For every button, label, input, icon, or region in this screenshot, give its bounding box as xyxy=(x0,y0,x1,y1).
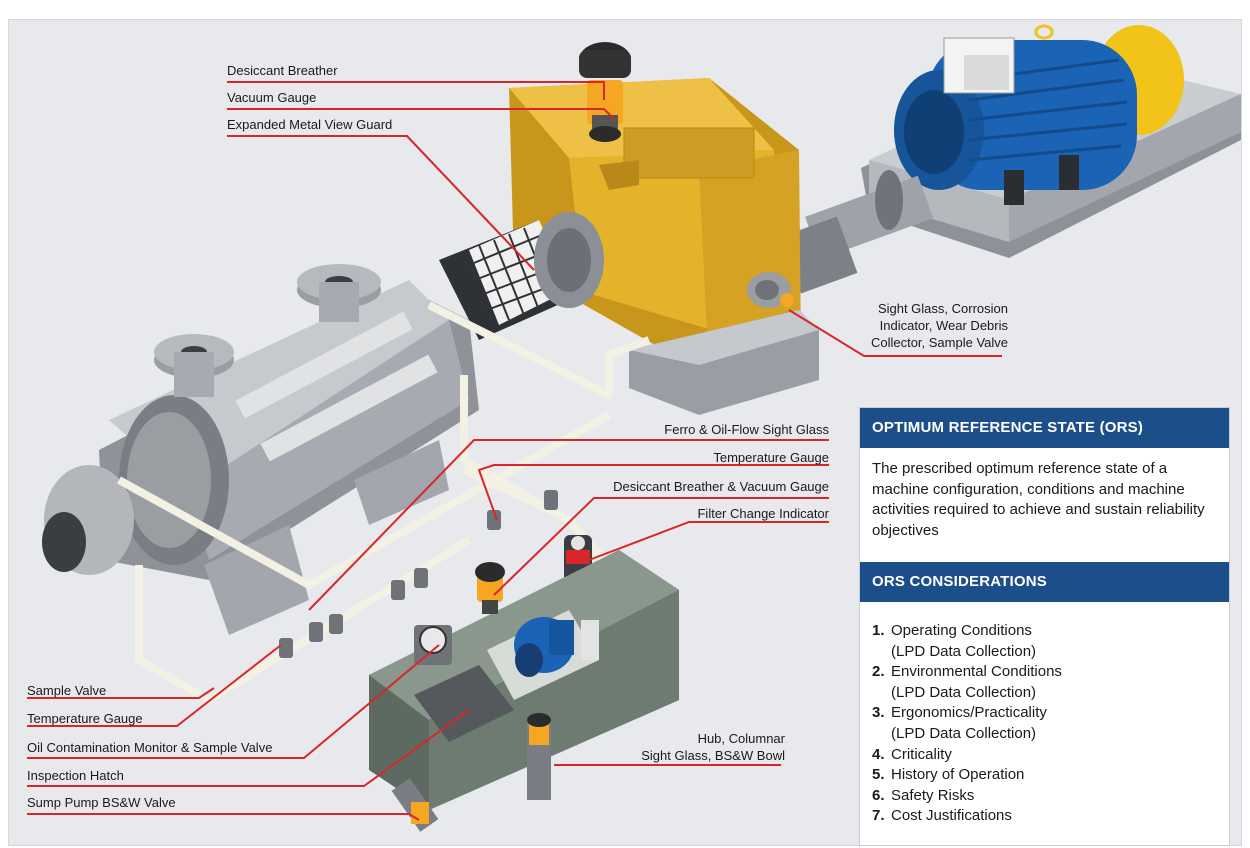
ors-panel: OPTIMUM REFERENCE STATE (ORS) The prescr… xyxy=(859,407,1230,846)
label-desiccant-breather: Desiccant Breather xyxy=(227,63,338,78)
label-expanded-metal-view-guard: Expanded Metal View Guard xyxy=(227,117,393,132)
housing-sight-glass xyxy=(747,272,794,308)
label-desiccant-vacuum-gauge: Desiccant Breather & Vacuum Gauge xyxy=(613,479,829,494)
ors-item: 4.Criticality xyxy=(872,745,952,763)
label-sample-valve: Sample Valve xyxy=(27,683,107,698)
label-hub-columnar: Hub, Columnar Sight Glass, BS&W Bowl xyxy=(641,731,785,763)
label-temperature-gauge-right: Temperature Gauge xyxy=(713,450,829,465)
ors-considerations-list: 1.Operating Conditions(LPD Data Collecti… xyxy=(872,621,1222,827)
label-sump-pump-valve: Sump Pump BS&W Valve xyxy=(27,795,176,810)
oil-reservoir xyxy=(369,550,679,832)
housing-base xyxy=(629,310,819,415)
ors-description: The prescribed optimum reference state o… xyxy=(872,460,1205,539)
machine-illustration xyxy=(27,24,1241,832)
ors-item: 2.Environmental Conditions(LPD Data Coll… xyxy=(872,663,1062,701)
label-ferro-sight-glass: Ferro & Oil-Flow Sight Glass xyxy=(664,422,829,437)
ors-item: 1.Operating Conditions(LPD Data Collecti… xyxy=(872,622,1037,660)
label-inspection-hatch: Inspection Hatch xyxy=(27,768,124,783)
ors-item: 5.History of Operation xyxy=(872,766,1025,784)
ors-heading: OPTIMUM REFERENCE STATE (ORS) xyxy=(860,408,1229,448)
ors-item: 6.Safety Risks xyxy=(872,786,975,804)
diagram-frame: Desiccant Breather Vacuum Gauge Expanded… xyxy=(8,19,1242,846)
label-temperature-gauge-bottom: Temperature Gauge xyxy=(27,711,143,726)
multistage-pump xyxy=(42,264,479,635)
ors-item: 3.Ergonomics/Practicality(LPD Data Colle… xyxy=(872,704,1047,742)
label-vacuum-gauge: Vacuum Gauge xyxy=(227,90,317,105)
ors-considerations-heading: ORS CONSIDERATIONS xyxy=(860,562,1229,602)
label-filter-change-indicator: Filter Change Indicator xyxy=(697,506,829,521)
electric-motor xyxy=(894,24,1184,205)
top-desiccant-breather xyxy=(579,42,631,142)
leader-lines xyxy=(27,81,1002,821)
motor-coupling xyxy=(780,170,934,294)
ors-item: 7.Cost Justifications xyxy=(872,807,1012,825)
coupling-guard xyxy=(439,212,604,340)
pipe-fittings xyxy=(279,490,558,658)
label-sight-glass-corrosion: Sight Glass, Corrosion Indicator, Wear D… xyxy=(870,301,1008,350)
label-oil-contamination-monitor: Oil Contamination Monitor & Sample Valve xyxy=(27,740,273,755)
